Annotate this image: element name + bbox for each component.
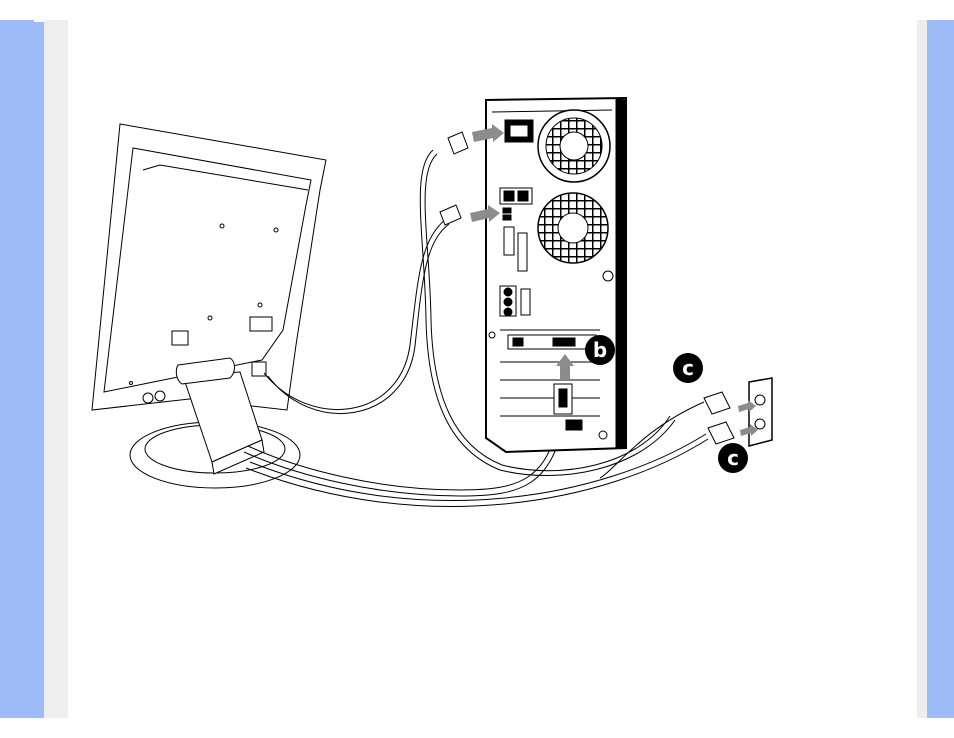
svg-text:c: c xyxy=(682,356,694,380)
monitor xyxy=(92,124,326,474)
svg-text:b: b xyxy=(593,338,607,362)
wall-outlet xyxy=(749,378,772,446)
svg-text:c: c xyxy=(727,446,739,470)
callout-b: b xyxy=(585,335,615,365)
callout-c-top: c xyxy=(673,353,703,383)
callout-c-bottom: c xyxy=(718,443,748,473)
